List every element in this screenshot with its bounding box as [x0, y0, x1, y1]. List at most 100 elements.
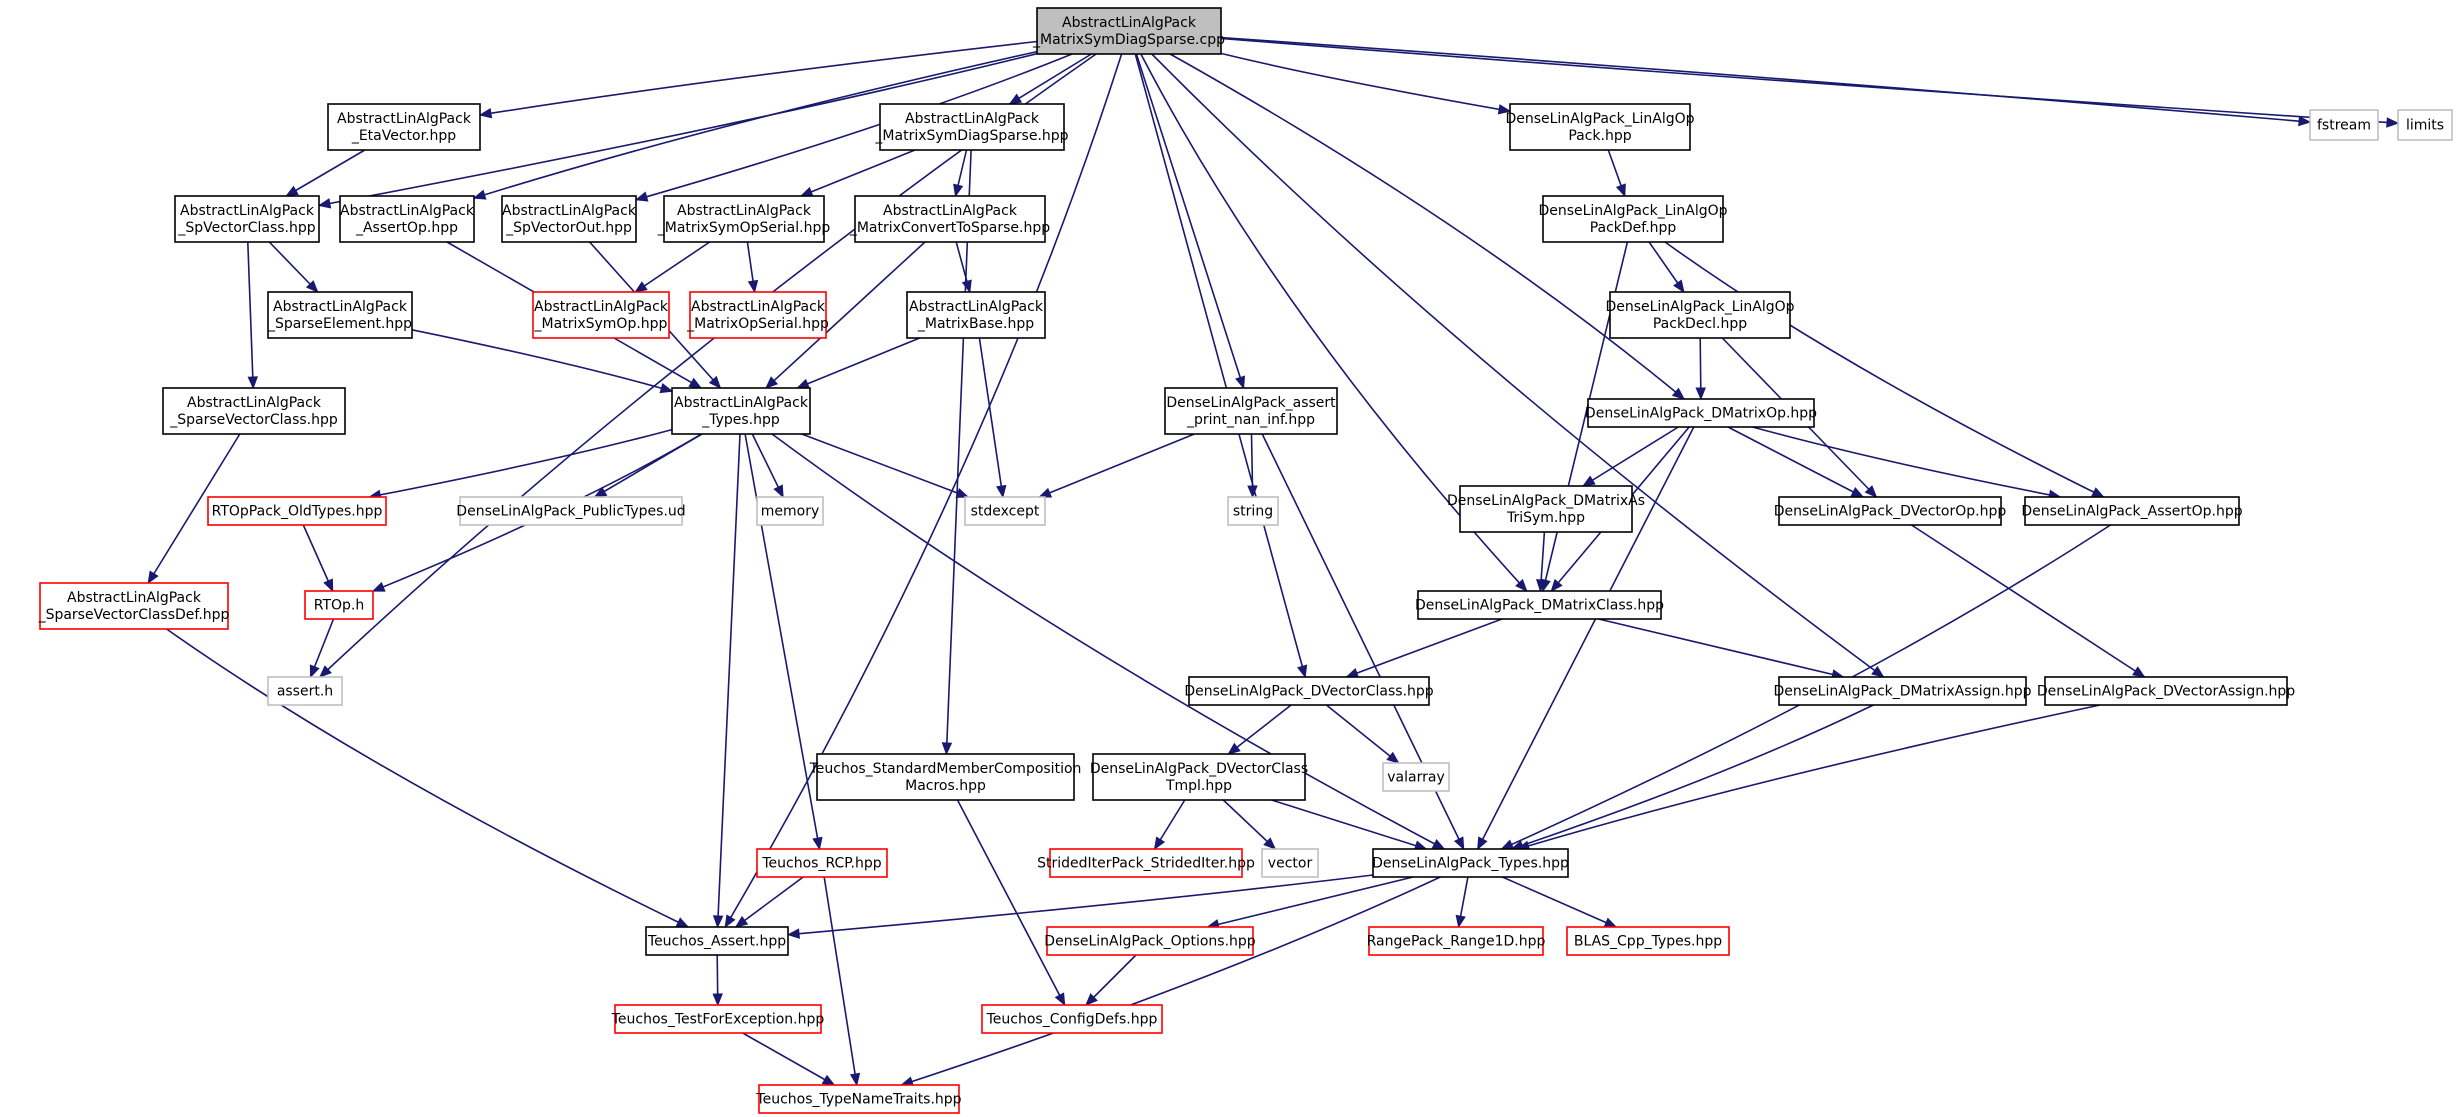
- edge-assert_nan-to-string: [1247, 433, 1258, 499]
- edge-line: [1502, 876, 1617, 928]
- node-assert_nan[interactable]: DenseLinAlgPack_assert_print_nan_inf.hpp: [1164, 387, 1338, 435]
- edge-line: [166, 628, 689, 928]
- node-dvecassign[interactable]: DenseLinAlgPack_DVectorAssign.hpp: [2037, 676, 2295, 706]
- node-dmatop[interactable]: DenseLinAlgPack_DMatrixOp.hpp: [1585, 398, 1817, 428]
- node-limits[interactable]: limits: [2397, 109, 2453, 141]
- edge-dmatclass-to-dmatassign: [1598, 618, 1845, 680]
- node-label: Teuchos_TestForException.hpp: [611, 1012, 825, 1028]
- node-dla_types[interactable]: DenseLinAlgPack_Types.hpp: [1372, 848, 1569, 878]
- node-teuchos_config[interactable]: Teuchos_ConfigDefs.hpp: [981, 1004, 1163, 1034]
- edge-arrowhead: [1247, 485, 1258, 499]
- node-asserth[interactable]: assert.h: [267, 676, 343, 706]
- node-box: [2309, 109, 2379, 141]
- edge-arrowhead: [1864, 485, 1878, 498]
- node-pubtypes[interactable]: DenseLinAlgPack_PublicTypes.ud: [456, 496, 686, 526]
- node-blas[interactable]: BLAS_Cpp_Types.hpp: [1566, 926, 1730, 956]
- edge-arrowhead: [849, 1072, 861, 1087]
- node-label: StridedIterPack_StridedIter.hpp: [1037, 856, 1255, 872]
- node-types[interactable]: AbstractLinAlgPack_Types.hpp: [671, 387, 811, 435]
- edge-arrowhead: [821, 1074, 836, 1086]
- edge-line: [1911, 524, 2145, 678]
- node-spvec[interactable]: AbstractLinAlgPack_SpVectorClass.hpp: [174, 195, 320, 243]
- node-fstream[interactable]: fstream: [2309, 109, 2379, 141]
- node-root[interactable]: AbstractLinAlgPack_MatrixSymDiagSparse.c…: [1032, 7, 1225, 55]
- node-dmatclass[interactable]: DenseLinAlgPack_DMatrixClass.hpp: [1415, 590, 1664, 620]
- node-label: stdexcept: [971, 504, 1040, 520]
- edge-rtoph-to-asserth: [309, 618, 335, 679]
- node-label: TriSym.hpp: [1506, 510, 1585, 526]
- node-strided[interactable]: StridedIterPack_StridedIter.hpp: [1037, 848, 1255, 878]
- node-label: DenseLinAlgPack_LinAlgOp: [1605, 299, 1794, 315]
- edge-dvecassign-to-dla_types: [1516, 704, 2101, 851]
- node-spelem[interactable]: AbstractLinAlgPack_SparseElement.hpp: [267, 291, 413, 339]
- node-teuchos_tfe[interactable]: Teuchos_TestForException.hpp: [611, 1004, 825, 1034]
- node-label: Teuchos_Assert.hpp: [647, 934, 786, 950]
- node-valarray[interactable]: valarray: [1382, 762, 1450, 792]
- node-mopser[interactable]: AbstractLinAlgPack_MatrixOpSerial.hpp: [686, 291, 829, 339]
- node-string[interactable]: string: [1227, 496, 1279, 526]
- node-range1d[interactable]: RangePack_Range1D.hpp: [1367, 926, 1546, 956]
- edge-mbase-to-types: [796, 337, 921, 389]
- node-msymopser[interactable]: AbstractLinAlgPack_MatrixSymOpSerial.hpp: [657, 195, 831, 243]
- node-dvecclass[interactable]: DenseLinAlgPack_DVectorClass.hpp: [1184, 676, 1434, 706]
- node-dla_options[interactable]: DenseLinAlgPack_Options.hpp: [1044, 926, 1256, 956]
- edge-line: [369, 428, 673, 498]
- node-teuchos_rcp[interactable]: Teuchos_RCP.hpp: [756, 848, 888, 878]
- node-label: assert.h: [277, 684, 333, 700]
- node-label: AbstractLinAlgPack: [67, 590, 202, 606]
- node-spvc[interactable]: AbstractLinAlgPack_SparseVectorClass.hpp: [162, 387, 346, 435]
- node-dvecop[interactable]: DenseLinAlgPack_DVectorOp.hpp: [1774, 496, 2007, 526]
- node-stdexcept[interactable]: stdexcept: [964, 496, 1046, 526]
- edge-line: [1752, 426, 2061, 498]
- node-msds_hpp[interactable]: AbstractLinAlgPack_MatrixSymDiagSparse.h…: [874, 103, 1069, 151]
- node-label: valarray: [1387, 770, 1444, 786]
- node-label: _AssertOp.hpp: [355, 220, 458, 236]
- node-mconv[interactable]: AbstractLinAlgPack_MatrixConvertToSparse…: [849, 195, 1050, 243]
- edge-teuchos_rcp-to-teuchos_tnt: [823, 876, 861, 1087]
- node-box: [327, 103, 481, 151]
- edge-arrowhead: [961, 279, 972, 294]
- node-memory[interactable]: memory: [756, 496, 824, 526]
- node-box: [304, 590, 374, 620]
- node-box: [816, 753, 1075, 801]
- node-eta[interactable]: AbstractLinAlgPack_EtaVector.hpp: [327, 103, 481, 151]
- node-teuchos_smcm[interactable]: Teuchos_StandardMemberCompositionMacros.…: [809, 753, 1082, 801]
- node-mbase[interactable]: AbstractLinAlgPack_MatrixBase.hpp: [906, 291, 1046, 339]
- node-dla_assertop[interactable]: DenseLinAlgPack_AssertOp.hpp: [2021, 496, 2243, 526]
- node-box: [1227, 496, 1279, 526]
- edge-arrowhead: [1235, 375, 1246, 390]
- node-box: [1587, 398, 1815, 428]
- node-rtoph[interactable]: RTOp.h: [304, 590, 374, 620]
- node-msymop[interactable]: AbstractLinAlgPack_MatrixSymOp.hpp: [532, 291, 670, 339]
- node-teuchos_assert[interactable]: Teuchos_Assert.hpp: [645, 926, 789, 956]
- node-assertop[interactable]: AbstractLinAlgPack_AssertOp.hpp: [339, 195, 475, 243]
- node-box: [267, 291, 413, 339]
- edge-root-to-fstream: [1220, 36, 2312, 127]
- node-spvecout[interactable]: AbstractLinAlgPack_SpVectorOut.hpp: [501, 195, 637, 243]
- node-label: AbstractLinAlgPack: [187, 395, 322, 411]
- node-box: [1566, 926, 1730, 956]
- node-dmatassign[interactable]: DenseLinAlgPack_DMatrixAssign.hpp: [1773, 676, 2032, 706]
- node-spvcdef[interactable]: AbstractLinAlgPack_SparseVectorClassDef.…: [38, 582, 230, 630]
- node-box: [1778, 496, 2002, 526]
- edge-arrowhead: [309, 664, 320, 679]
- edge-arrowhead: [1085, 993, 1098, 1006]
- edge-arrowhead: [1386, 751, 1400, 764]
- node-teuchos_tnt[interactable]: Teuchos_TypeNameTraits.hpp: [755, 1084, 962, 1114]
- node-box: [1509, 103, 1691, 151]
- node-vector[interactable]: vector: [1261, 848, 1319, 878]
- node-box: [2024, 496, 2240, 526]
- node-label: AbstractLinAlgPack: [340, 203, 475, 219]
- node-label: BLAS_Cpp_Types.hpp: [1574, 934, 1722, 950]
- edge-arrowhead: [2132, 666, 2146, 678]
- node-label: DenseLinAlgPack_DMatrixClass.hpp: [1415, 598, 1664, 614]
- edge-dvecclass-to-valarray: [1325, 704, 1400, 764]
- edge-dmatassign-to-dla_types: [1510, 704, 1874, 851]
- node-rtop_old[interactable]: RTOpPack_OldTypes.hpp: [207, 496, 387, 526]
- node-label: Teuchos_StandardMemberComposition: [809, 761, 1082, 777]
